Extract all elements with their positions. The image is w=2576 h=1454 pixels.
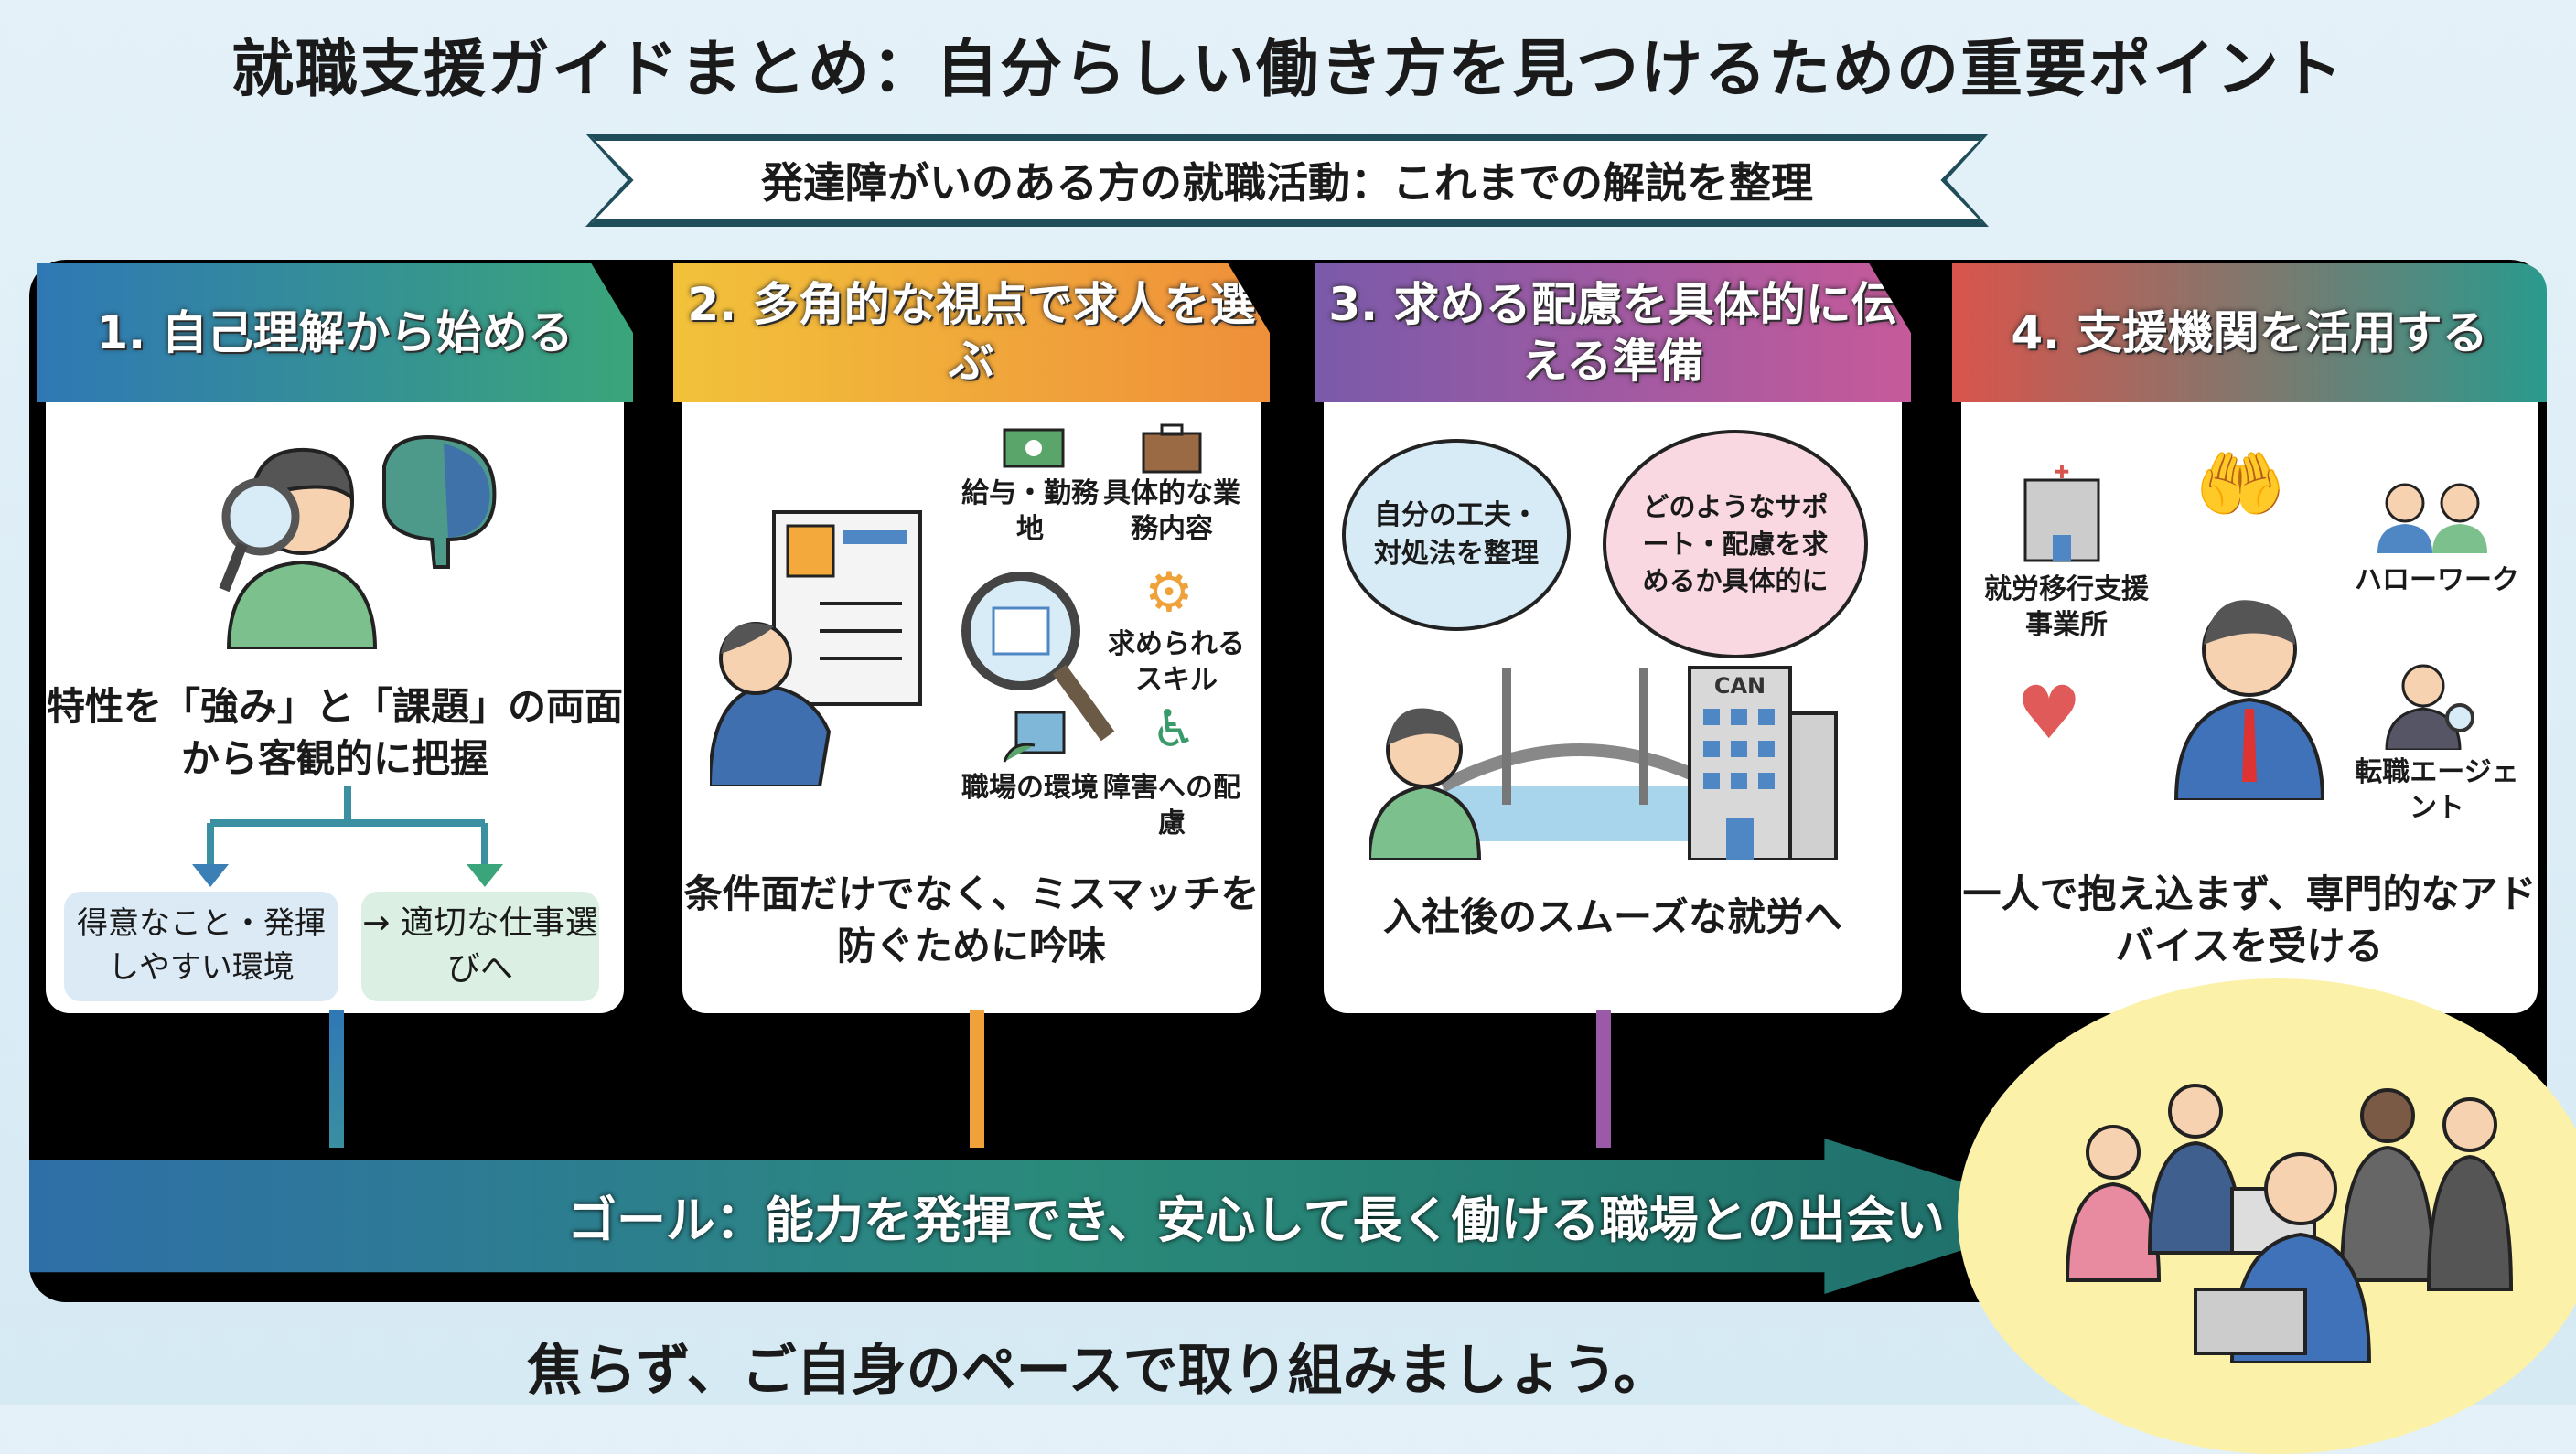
heart-hand-icon: ♥ bbox=[2016, 670, 2082, 755]
panel-heading: 2. 多角的な視点で求人を選ぶ bbox=[673, 263, 1270, 402]
subtitle-ribbon: 発達障がいのある方の就職活動：これまでの解説を整理 bbox=[592, 137, 1982, 223]
team-icon bbox=[2065, 1084, 2514, 1364]
goal-text: ゴール：能力を発揮でき、安心して長く働ける職場との出会い bbox=[567, 1192, 1946, 1249]
svg-text:✚: ✚ bbox=[2055, 462, 2070, 483]
panel-caption: 一人で抱え込まず、専門的なアドバイスを受ける bbox=[1962, 871, 2537, 968]
money-icon bbox=[1003, 428, 1065, 468]
icon-label-accommodation: 障害への配慮 bbox=[1103, 772, 1240, 839]
company-label: CAN bbox=[1714, 673, 1766, 699]
panel-body: 特性を「強み」と「課題」の両面から客観的に把握 得意なこと・発揮しやすい環境 →… bbox=[46, 402, 624, 1013]
panel-heading: 3. 求める配慮を具体的に伝える準備 bbox=[1315, 263, 1911, 402]
panel-heading: 1. 自己理解から始める bbox=[37, 263, 633, 402]
job-choice-box: → 適切な仕事選びへ bbox=[361, 892, 599, 1001]
panel-body: 給与・勤務地 具体的な業務内容 ⚙ 求められるスキル 職場の環境 ♿ 障害への配… bbox=[682, 402, 1261, 1013]
panel-job-selection: 2. 多角的な視点で求人を選ぶ 給与・勤務地 具体的な業務内容 ⚙ 求められるス… bbox=[673, 263, 1270, 1013]
icon-label-environment: 職場の環境 bbox=[961, 772, 1099, 804]
panel-caption: 条件面だけでなく、ミスマッチを防ぐために吟味 bbox=[683, 871, 1260, 968]
advisor-person-icon bbox=[2174, 600, 2325, 800]
speech-bubble-support: どのようなサポート・配慮を求めるか具体的に bbox=[1603, 430, 1868, 658]
wheelchair-icon: ♿ bbox=[1151, 700, 1197, 759]
panel-body: 自分の工夫・対処法を整理 どのようなサポート・配慮を求めるか具体的に CAN 入… bbox=[1324, 402, 1902, 1013]
icon-label-agent: 転職エージェント bbox=[2355, 756, 2519, 824]
speech-bubble-self: 自分の工夫・対処法を整理 bbox=[1342, 439, 1571, 631]
strengths-box: 得意なこと・発揮しやすい環境 bbox=[64, 892, 338, 1001]
panel-accommodation-prep: 3. 求める配慮を具体的に伝える準備 自分の工夫・対処法を整理 どのようなサポー… bbox=[1315, 263, 1911, 1013]
connector-2 bbox=[970, 1010, 984, 1148]
icon-label-hellowork: ハローワーク bbox=[2355, 564, 2519, 596]
page-title: 就職支援ガイドまとめ：自分らしい働き方を見つけるための重要ポイント bbox=[231, 34, 2345, 106]
panel-self-understanding: 1. 自己理解から始める 特性を「強み」と「課題」の両面から客観的に把握 得意な… bbox=[37, 263, 633, 1013]
goal-arrow bbox=[29, 1139, 2069, 1294]
person-bridge-company-icon: CAN bbox=[1369, 666, 1838, 860]
person-checklist-icon bbox=[710, 510, 922, 786]
person-magnifier-brain-icon bbox=[219, 435, 497, 649]
helping-hands-icon: 🤲 bbox=[2195, 442, 2286, 527]
connector-3 bbox=[1596, 1010, 1611, 1148]
icon-label-transition-support: 就労移行支援事業所 bbox=[1984, 573, 2149, 641]
icon-label-salary: 給与・勤務地 bbox=[961, 477, 1099, 545]
connector-1 bbox=[329, 1010, 344, 1148]
panel-heading: 4. 支援機関を活用する bbox=[1952, 263, 2547, 402]
icon-label-skills: 求められるスキル bbox=[1108, 628, 1245, 696]
two-people-icon bbox=[2377, 483, 2487, 553]
split-arrows bbox=[192, 786, 503, 887]
workplace-icon bbox=[1003, 711, 1066, 763]
agent-magnifier-icon bbox=[2385, 664, 2474, 750]
panel-caption: 入社後のスムーズな就労へ bbox=[1383, 894, 1842, 939]
office-team-illustration bbox=[1958, 978, 2576, 1454]
panel-body: ✚ 就労移行支援事業所 🤲 ハローワーク ♥ 転職エージェント 一人で抱え込まず… bbox=[1961, 402, 2538, 1013]
icon-label-duties: 具体的な業務内容 bbox=[1103, 477, 1240, 545]
magnifier-certificate-icon bbox=[961, 572, 1115, 742]
panel-caption: 特性を「強み」と「課題」の両面から客観的に把握 bbox=[46, 684, 623, 781]
footer-message: 焦らず、ご自身のペースで取り組みましょう。 bbox=[527, 1339, 1669, 1403]
panel-support-agencies: 4. 支援機関を活用する ✚ 就労移行支援事業所 🤲 ハローワーク ♥ 転職エー… bbox=[1952, 263, 2547, 1013]
gear-icon: ⚙ bbox=[1144, 561, 1194, 625]
hospital-building-icon: ✚ bbox=[2023, 462, 2100, 562]
briefcase-icon bbox=[1142, 423, 1202, 474]
